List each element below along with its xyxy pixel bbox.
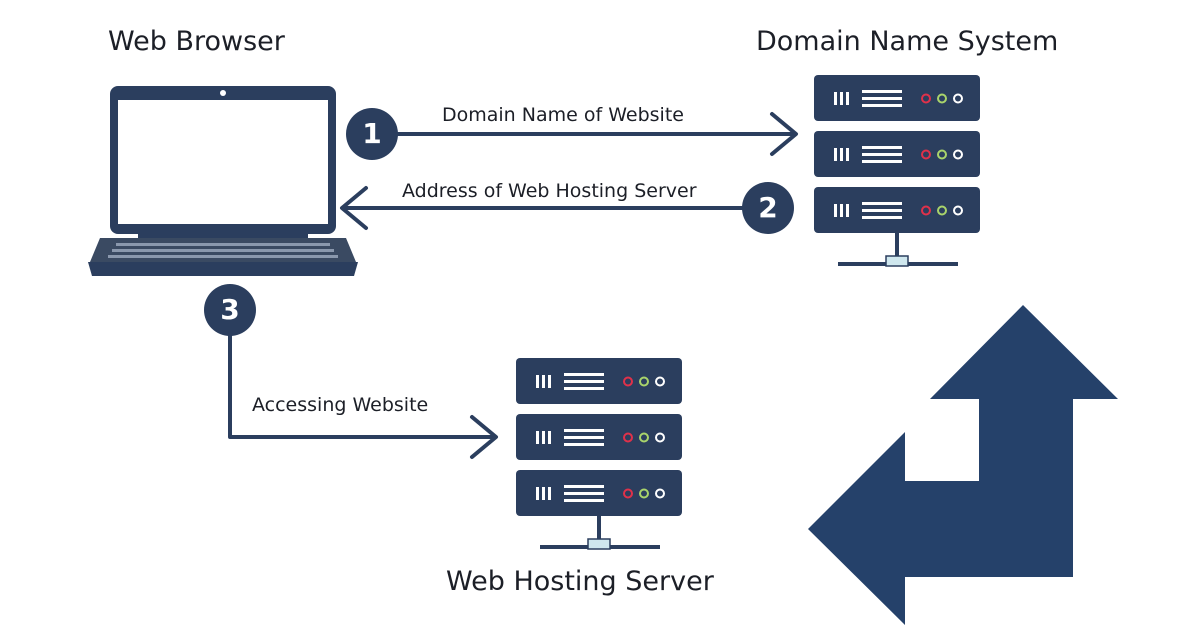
step-2-number: 2 bbox=[758, 191, 778, 224]
browser-title: Web Browser bbox=[108, 26, 285, 57]
step-1-label: Domain Name of Website bbox=[442, 104, 684, 126]
step-1-badge bbox=[346, 108, 398, 160]
step-1-number: 1 bbox=[362, 117, 382, 150]
arrow-access-website bbox=[228, 334, 498, 459]
bidirectional-corner-arrow-icon bbox=[808, 305, 1118, 625]
arrow-address-response bbox=[340, 186, 744, 230]
step-3-badge bbox=[204, 284, 256, 336]
hosting-title: Web Hosting Server bbox=[446, 566, 714, 597]
dns-server-icon bbox=[813, 74, 981, 267]
arrow-domain-request bbox=[396, 112, 798, 156]
step-2-label: Address of Web Hosting Server bbox=[402, 180, 697, 202]
step-3-number: 3 bbox=[220, 293, 240, 326]
step-3-label: Accessing Website bbox=[252, 394, 429, 416]
step-2-badge bbox=[742, 182, 794, 234]
laptop-icon bbox=[88, 86, 358, 276]
hosting-server-icon bbox=[515, 357, 683, 550]
dns-title: Domain Name System bbox=[756, 26, 1059, 57]
